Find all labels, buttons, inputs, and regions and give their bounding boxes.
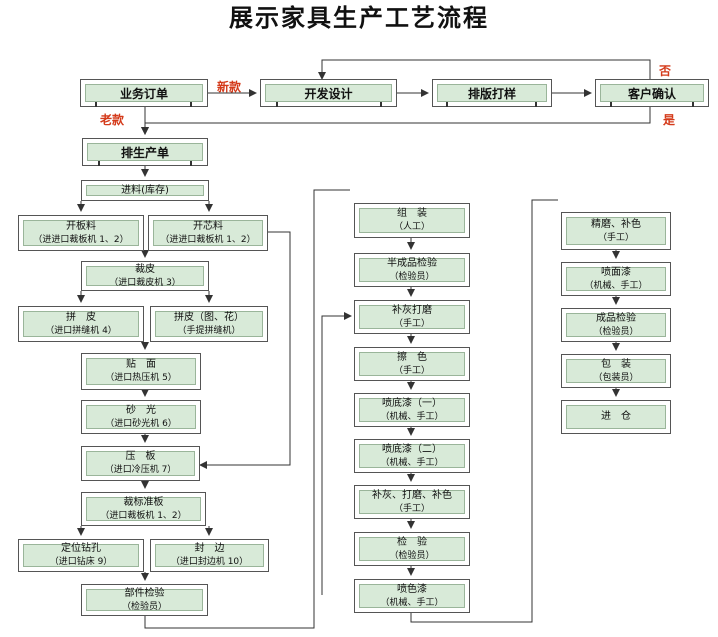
box-tick — [380, 102, 382, 107]
press-box: 压 板（进口冷压机 7） — [81, 446, 200, 481]
step-primer-2: 喷底漆（二）（机械、手工） — [354, 439, 470, 473]
cut-core-box: 开芯料（进进口裁板机 1、2） — [148, 215, 268, 251]
box-tick — [95, 102, 97, 107]
box-tick — [610, 102, 612, 107]
cut-standard-box: 裁标准板（进口裁板机 1、2） — [81, 492, 206, 526]
schedule-box: 排生产单 — [82, 138, 208, 166]
design-box: 开发设计 — [260, 79, 397, 107]
splice-pattern-box: 拼皮（图、花）（手提拼缝机） — [150, 306, 268, 342]
step-final-inspection: 成品检验（检验员） — [561, 308, 671, 342]
step-assembly: 组 装（人工） — [354, 203, 470, 238]
arrow-into-putty — [321, 312, 352, 595]
label-new-style: 新款 — [217, 80, 242, 94]
step-wipe-color: 擦 色（手工） — [354, 347, 470, 381]
label-yes: 是 — [663, 113, 676, 127]
step-packing: 包 装（包装员） — [561, 354, 671, 388]
arrow-col1-to-col2 — [144, 189, 350, 629]
arrow-reject-loop — [318, 59, 651, 80]
label-no: 否 — [659, 64, 672, 78]
box-tick — [692, 102, 694, 107]
veneer-box: 贴 面（进口热压机 5） — [81, 353, 201, 390]
drill-box: 定位钻孔（进口钻床 9） — [18, 539, 144, 572]
step-top-coat: 喷面漆（机械、手工） — [561, 262, 671, 296]
box-tick — [276, 102, 278, 107]
typeset-box: 排版打样 — [432, 79, 552, 107]
arrow-core-to-press — [199, 231, 291, 469]
page-title: 展示家具生产工艺流程 — [229, 4, 489, 32]
box-tick — [190, 102, 192, 107]
step-inspection: 检 验（检验员） — [354, 532, 470, 566]
cut-skin-box: 裁皮（进口裁皮机 3） — [81, 261, 209, 291]
sanding-box: 砂 光（进口砂光机 6） — [81, 400, 201, 434]
step-warehouse: 进 仓 — [561, 400, 671, 434]
box-tick — [446, 102, 448, 107]
order-box: 业务订单 — [80, 79, 208, 107]
box-tick — [535, 102, 537, 107]
box-tick — [190, 161, 192, 166]
step-color-coat: 喷色漆（机械、手工） — [354, 579, 470, 613]
box-tick — [98, 161, 100, 166]
feed-box: 进料(库存) — [81, 180, 209, 201]
splice-box: 拼 皮（进口拼缝机 4） — [18, 306, 144, 342]
label-old-style: 老款 — [100, 113, 125, 127]
step-putty-sanding: 补灰打磨（手工） — [354, 300, 470, 334]
part-inspection-box: 部件检验（检验员） — [81, 584, 208, 616]
arrow-confirm-to-schedule — [141, 107, 651, 135]
step-primer-1: 喷底漆（一）（机械、手工） — [354, 393, 470, 427]
confirm-box: 客户确认 — [595, 79, 709, 107]
arrow-col2-to-col3 — [410, 199, 558, 623]
cut-board-box: 开板料（进进口裁板机 1、2） — [18, 215, 144, 251]
edge-banding-box: 封 边（进口封边机 10） — [150, 539, 269, 572]
step-fine-sanding: 精磨、补色（手工） — [561, 212, 671, 250]
step-putty-color: 补灰、打磨、补色（手工） — [354, 485, 470, 519]
step-semi-inspection: 半成品检验（检验员） — [354, 253, 470, 287]
